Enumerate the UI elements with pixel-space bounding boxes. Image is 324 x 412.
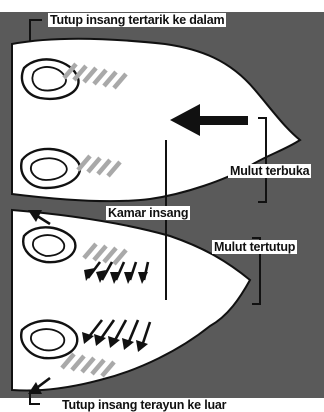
mouth-closed-label: Mulut tertutup (212, 240, 297, 254)
mouth-open-label: Mulut terbuka (228, 164, 311, 178)
frame-edge (0, 0, 324, 12)
top-title-label: Tutup insang tertarik ke dalam (48, 13, 226, 27)
inflow-arrow-shaft (196, 116, 248, 125)
gill-chamber-label: Kamar insang (106, 206, 190, 220)
bottom-title-label: Tutup insang terayun ke luar (60, 398, 228, 412)
